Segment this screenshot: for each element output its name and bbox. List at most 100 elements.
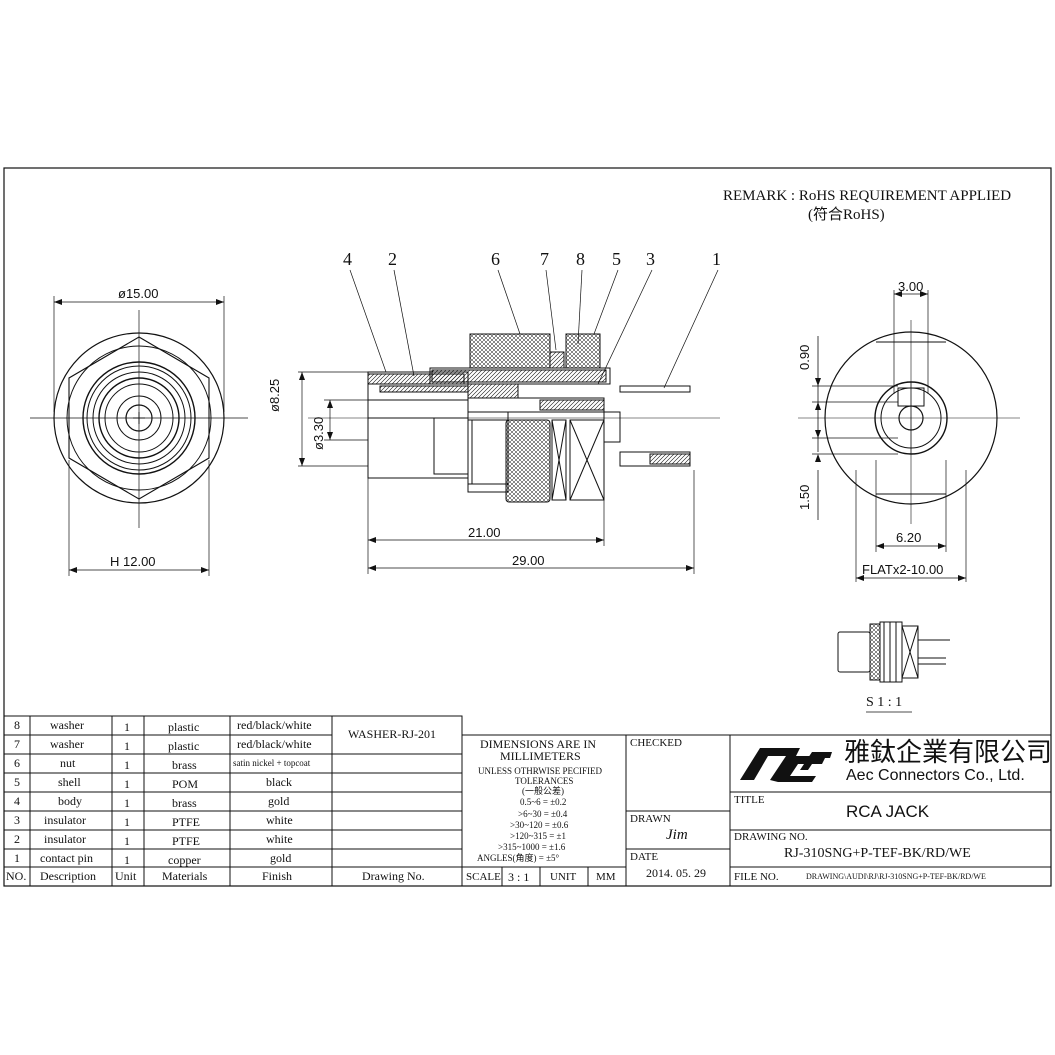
- dim-rear-top: 3.00: [898, 279, 924, 294]
- bom-row-mat: plastic: [168, 720, 200, 734]
- callout-4: 4: [343, 249, 352, 269]
- dim-rear-620: 6.20: [896, 530, 922, 545]
- date-label: DATE: [630, 851, 659, 863]
- bom-row-desc: nut: [60, 756, 76, 770]
- bom-row-mat: PTFE: [172, 815, 201, 829]
- bom-row-unit: 1: [124, 777, 130, 791]
- bom-row-unit: 1: [124, 796, 130, 810]
- tol-line6: >30~120 = ±0.6: [510, 820, 569, 830]
- bom-row-finish: gold: [270, 851, 292, 865]
- bom-header-finish: Finish: [262, 869, 293, 883]
- bom-table-grid: [3, 715, 463, 887]
- company-logo: [740, 748, 832, 782]
- rear-dim-arrows: [815, 291, 966, 581]
- bom-row-no: 4: [14, 794, 20, 808]
- bom-row-finish: red/black/white: [237, 718, 312, 732]
- tol-line3: (一般公差): [522, 786, 564, 796]
- company-name-zh: 雅鈦企業有限公司: [844, 738, 1053, 768]
- bom-row-desc: insulator: [44, 832, 86, 846]
- dim-rear-090: 0.90: [797, 344, 812, 370]
- side-dim-arrows: [299, 372, 694, 571]
- tol-title1: DIMENSIONS ARE IN: [480, 737, 597, 751]
- drawn-label: DRAWN: [630, 813, 671, 825]
- callout-7: 7: [540, 249, 549, 269]
- dim-front-diameter: ø15.00: [118, 286, 159, 301]
- bom-row-unit: 1: [124, 758, 130, 772]
- bom-row-mat: plastic: [168, 739, 200, 753]
- company-name-en: Aec Connectors Co., Ltd.: [846, 767, 1025, 784]
- bom-row-mat: brass: [172, 758, 197, 772]
- bom-header-no: NO.: [6, 869, 27, 883]
- remark-line1: REMARK : RoHS REQUIREMENT APPLIED: [723, 188, 1012, 204]
- tol-line8: >315~1000 = ±1.6: [498, 842, 566, 852]
- bom-row-unit: 1: [124, 720, 130, 734]
- tol-line4: 0.5~6 = ±0.2: [520, 797, 567, 807]
- bom-row-desc: washer: [50, 718, 84, 732]
- dim-side-length2: 29.00: [512, 553, 545, 568]
- callout-1: 1: [712, 249, 721, 269]
- callout-3: 3: [646, 249, 655, 269]
- tol-line9: ANGLES(角度) = ±5°: [477, 853, 560, 863]
- side-view: [308, 333, 720, 503]
- file-no-label: FILE NO.: [734, 871, 779, 883]
- dim-rear-flat: FLATx2-10.00: [862, 562, 944, 577]
- bom-row-finish: red/black/white: [237, 737, 312, 751]
- tol-line2: TOLERANCES: [515, 776, 574, 786]
- bom-row-unit: 1: [124, 739, 130, 753]
- front-dim-arrows: [54, 299, 224, 573]
- bom-row-desc: body: [58, 794, 82, 808]
- bom-row-mat: brass: [172, 796, 197, 810]
- dim-front-hex: H 12.00: [110, 554, 156, 569]
- bom-row-desc: insulator: [44, 813, 86, 827]
- dim-side-d1: ø8.25: [267, 378, 282, 412]
- drawn-by: Jim: [666, 827, 688, 843]
- bom-row-desc: washer: [50, 737, 84, 751]
- dim-side-length1: 21.00: [468, 525, 501, 540]
- title-value: RCA JACK: [846, 802, 930, 821]
- callout-2: 2: [388, 249, 397, 269]
- scale-label: SCALE: [466, 871, 501, 883]
- bom-row-unit: 1: [124, 834, 130, 848]
- callout-6: 6: [491, 249, 500, 269]
- bom-row-finish: satin nickel + topcoat: [233, 758, 311, 768]
- bom-header-mat: Materials: [162, 869, 208, 883]
- bom-row-finish: white: [266, 832, 293, 846]
- dim-side-d2: ø3.30: [311, 416, 326, 450]
- file-no-value: DRAWING\AUDI\RJ\RJ-310SNG+P-TEF-BK/RD/WE: [806, 872, 986, 881]
- bom-row-no: 2: [14, 832, 20, 846]
- callout-8: 8: [576, 249, 585, 269]
- bom-row-desc: contact pin: [40, 851, 93, 865]
- bom-row-mat: copper: [168, 853, 201, 867]
- dim-rear-150: 1.50: [797, 484, 812, 510]
- bom-row-no: 8: [14, 718, 20, 732]
- checked-label: CHECKED: [630, 737, 682, 749]
- bom-header-unit: Unit: [115, 869, 137, 883]
- bom-row-no: 3: [14, 813, 20, 827]
- bom-row-unit: 1: [124, 815, 130, 829]
- title-label: TITLE: [734, 794, 765, 806]
- bom-header-desc: Description: [40, 869, 96, 883]
- unit-label: UNIT: [550, 871, 577, 883]
- scale-note: S 1 : 1: [866, 695, 903, 710]
- tol-title2: MILLIMETERS: [500, 749, 581, 763]
- scale-view: [837, 621, 950, 713]
- callout-5: 5: [612, 249, 621, 269]
- tol-line5: >6~30 = ±0.4: [518, 809, 568, 819]
- date-value: 2014. 05. 29: [646, 866, 706, 880]
- title-block-grid: [461, 734, 1052, 887]
- side-dims: [298, 269, 719, 574]
- bom-row-no: 6: [14, 756, 20, 770]
- bom-row-no: 5: [14, 775, 20, 789]
- bom-row-mat: POM: [172, 777, 199, 791]
- drawing-no-label: DRAWING NO.: [734, 831, 808, 843]
- bom-washer-drawing-no: WASHER-RJ-201: [348, 727, 437, 741]
- unit-value: MM: [596, 871, 616, 883]
- remark-line2: (符合RoHS): [808, 207, 885, 223]
- bom-row-finish: white: [266, 813, 293, 827]
- tol-line7: >120~315 = ±1: [510, 831, 566, 841]
- bom-row-mat: PTFE: [172, 834, 201, 848]
- bom-row-finish: black: [266, 775, 292, 789]
- bom-row-desc: shell: [58, 775, 81, 789]
